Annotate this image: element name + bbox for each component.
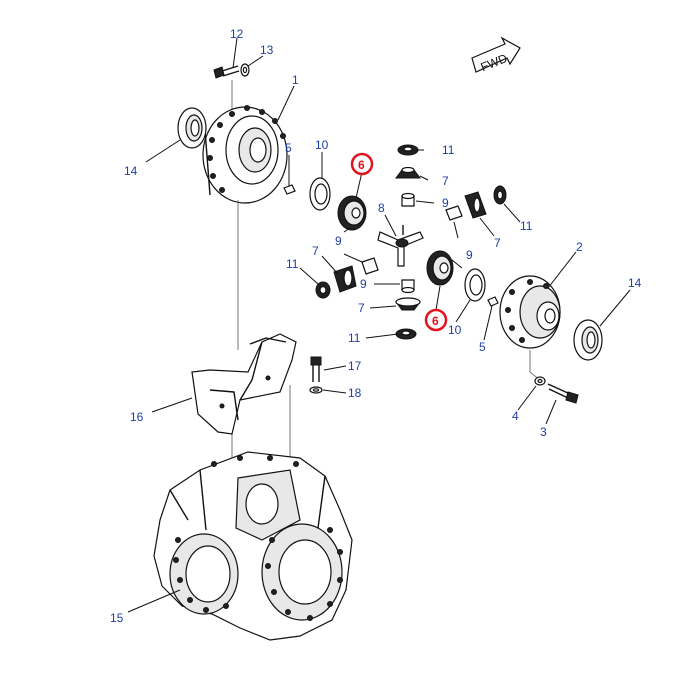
callout-8: 8 — [378, 201, 385, 215]
callout-9-mid-right: 9 — [466, 248, 473, 262]
callout-11-bottom: 11 — [348, 331, 361, 345]
pin-5-left — [283, 184, 296, 195]
pinion-gear-7-right — [464, 191, 487, 219]
bushing-9-top — [401, 192, 415, 207]
pinion-gear-7-top — [395, 166, 421, 179]
washer-4 — [534, 376, 546, 386]
cover-plate-16 — [191, 333, 297, 435]
spider-cross-8 — [377, 225, 424, 267]
callout-9-upper-left: 9 — [335, 234, 342, 248]
carrier-case-1 — [202, 106, 288, 204]
nut-11-right — [493, 185, 507, 205]
leader-lines — [127, 37, 631, 613]
forward-direction-arrow: FWD — [471, 36, 521, 74]
bushing-9-bottom — [401, 279, 415, 294]
bushing-9-left — [361, 257, 379, 275]
pinion-gear-7-bottom — [395, 297, 421, 311]
callout-11-right: 11 — [520, 219, 533, 233]
callout-14-left: 14 — [124, 164, 138, 178]
callout-9-top: 9 — [442, 196, 449, 210]
differential-housing-15 — [153, 451, 353, 641]
bolt-12 — [213, 65, 240, 79]
washer-18 — [309, 386, 323, 394]
oil-seal-14-left — [177, 107, 207, 149]
nut-11-bottom — [395, 328, 417, 340]
oil-seal-14-right — [573, 319, 603, 361]
callout-1: 1 — [292, 73, 299, 87]
bolt-3 — [547, 383, 579, 404]
callout-18: 18 — [348, 386, 362, 400]
side-gear-6-right — [426, 250, 454, 286]
callout-2: 2 — [576, 240, 583, 254]
callout-15: 15 — [110, 611, 124, 625]
callout-12: 12 — [230, 27, 244, 41]
callout-5-left: 5 — [285, 141, 292, 155]
callout-10-left: 10 — [315, 138, 329, 152]
callout-5-right: 5 — [479, 340, 486, 354]
carrier-case-2 — [499, 275, 561, 349]
callout-16: 16 — [130, 410, 144, 424]
callout-14-right: 14 — [628, 276, 642, 290]
callout-10-right: 10 — [448, 323, 462, 337]
callout-6-lower: 6 — [432, 314, 439, 328]
callout-17: 17 — [348, 359, 362, 373]
nut-11-left — [315, 281, 331, 299]
callout-6-upper: 6 — [358, 158, 365, 172]
callout-9-bottom: 9 — [360, 277, 367, 291]
thrust-washer-10-left — [309, 177, 331, 211]
bushing-9-right — [445, 205, 463, 221]
callout-4: 4 — [512, 409, 519, 423]
highlight-ring-6-lower — [424, 308, 448, 332]
washer-13 — [240, 63, 250, 77]
pinion-gear-7-left — [333, 265, 357, 293]
bolt-17 — [310, 356, 322, 382]
nut-11-top — [397, 144, 419, 156]
carrier-1-bolt-holes — [207, 105, 286, 193]
callout-7-bottom: 7 — [358, 301, 365, 315]
callout-13: 13 — [260, 43, 274, 57]
callout-7-left: 7 — [312, 244, 319, 258]
thrust-washer-10-right — [464, 268, 486, 302]
callout-7-top: 7 — [442, 174, 449, 188]
housing-bolt-holes — [173, 455, 343, 621]
pin-5-right — [487, 296, 499, 307]
side-gear-6-left — [337, 195, 367, 231]
callout-7-right: 7 — [494, 236, 501, 250]
callout-labels: 12 13 1 14 5 10 6 11 7 9 8 9 7 11 2 11 7… — [110, 27, 642, 625]
callout-3: 3 — [540, 425, 547, 439]
highlight-ring-6-upper — [350, 152, 374, 176]
callout-11-left: 11 — [286, 257, 299, 271]
callout-11-top: 11 — [442, 143, 455, 157]
